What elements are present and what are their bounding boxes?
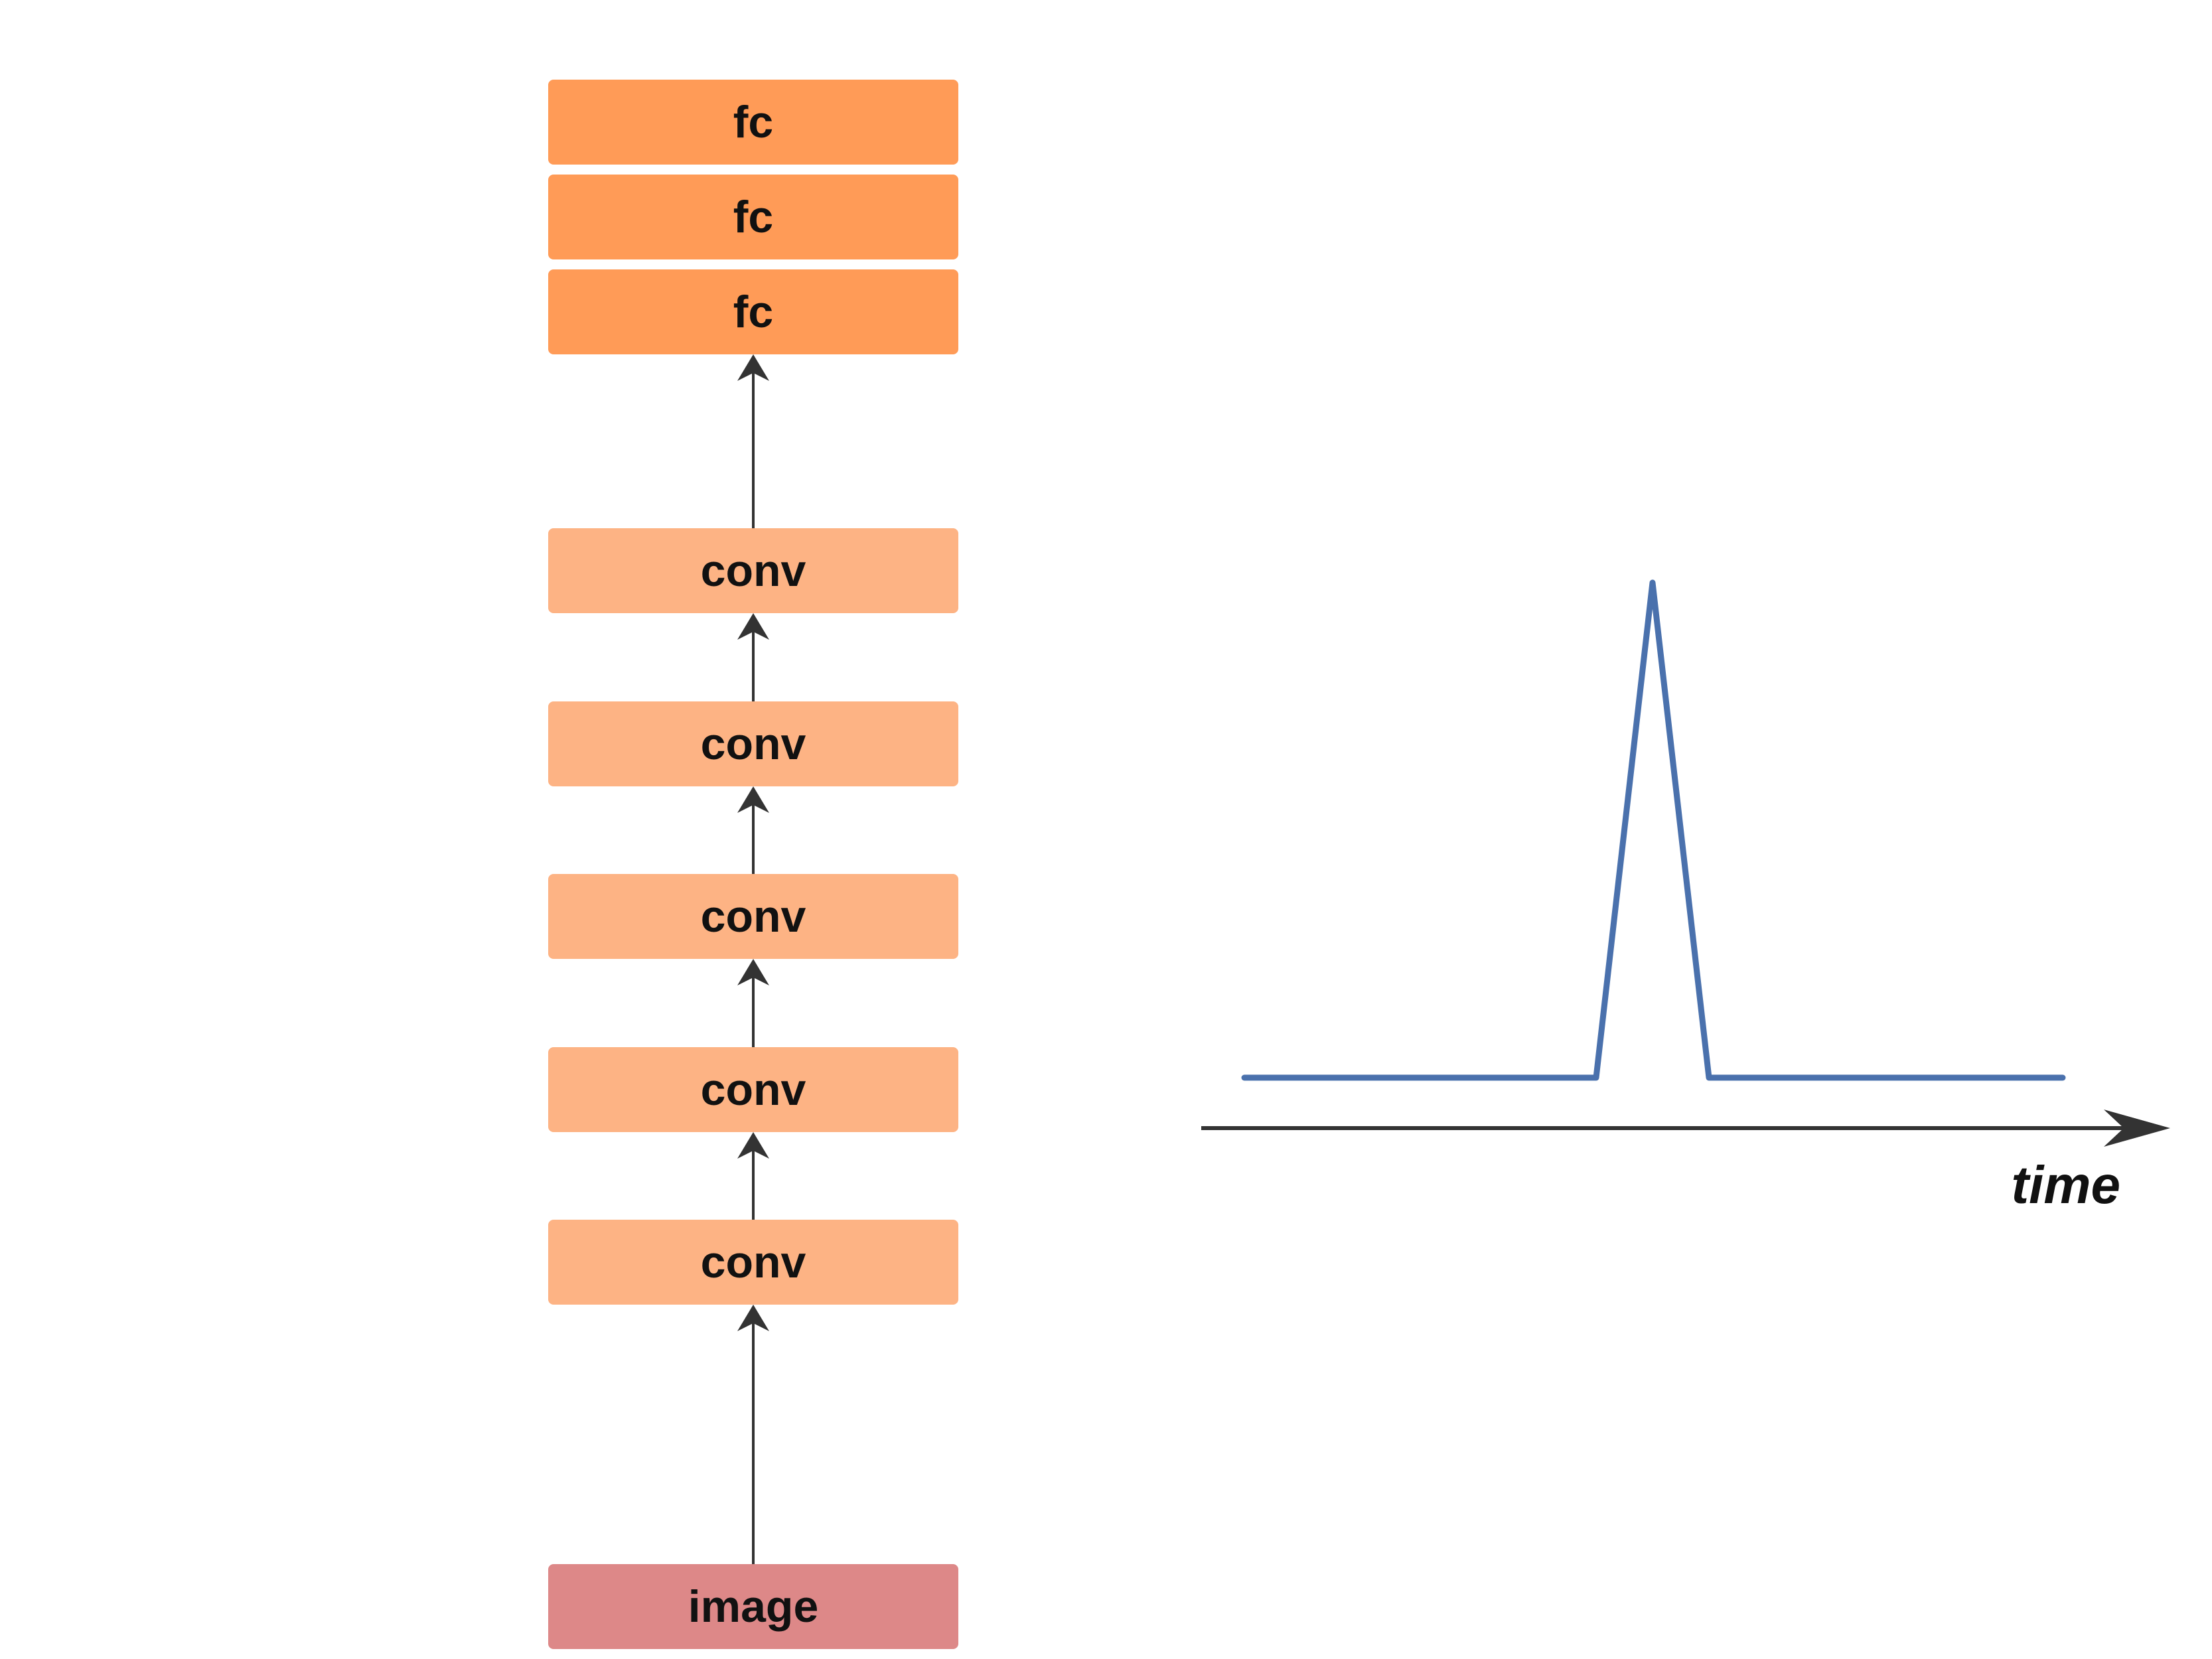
conv-layer-box: conv [548, 701, 958, 786]
fc-layer-box: fc [548, 175, 958, 259]
layer-label: conv [700, 891, 806, 942]
fc-layer-box: fc [548, 80, 958, 165]
time-axis-arrowhead-icon [2104, 1110, 2170, 1147]
layer-label: fc [733, 97, 774, 147]
layer-label: image [688, 1581, 819, 1632]
fc-layer-box: fc [548, 269, 958, 354]
conv-layer-box: conv [548, 1047, 958, 1132]
conv-layer-box: conv [548, 528, 958, 613]
conv-layer-box: conv [548, 1220, 958, 1305]
layer-label: conv [700, 719, 806, 769]
layer-label: fc [733, 192, 774, 242]
layer-label: fc [733, 287, 774, 337]
image-input-box: image [548, 1564, 958, 1649]
signal-spike-line [1241, 579, 2066, 1081]
layer-label: conv [700, 1237, 806, 1287]
layer-label: conv [700, 545, 806, 596]
conv-layer-box: conv [548, 874, 958, 959]
time-axis-label: time [2011, 1155, 2121, 1214]
layer-label: conv [700, 1064, 806, 1115]
